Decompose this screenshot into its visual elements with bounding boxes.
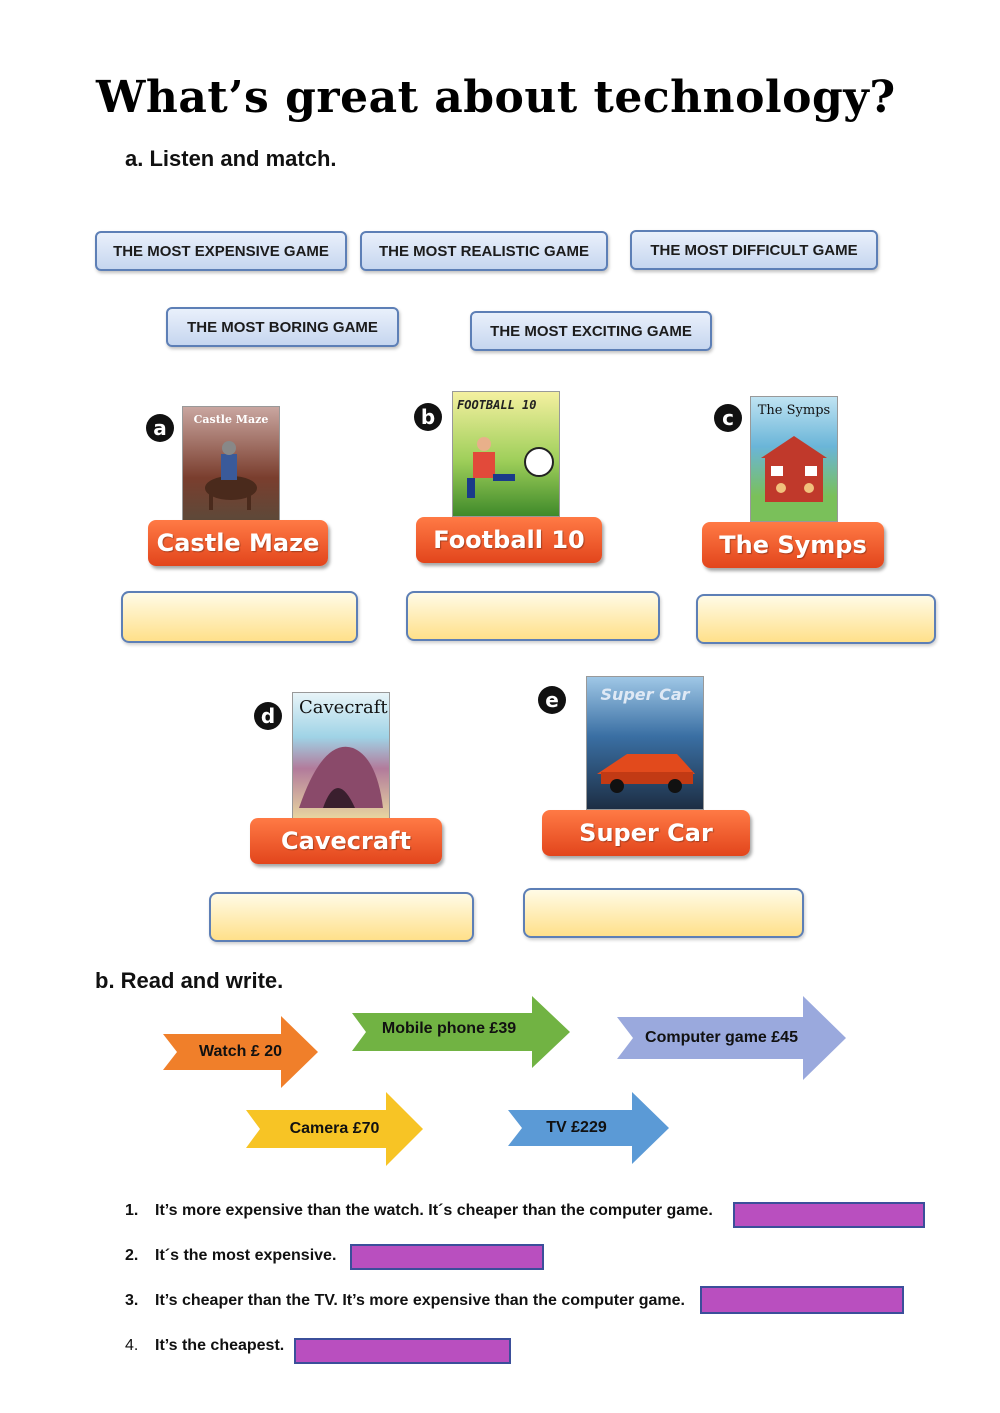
arrow-shape <box>508 1092 669 1164</box>
answer-field-2[interactable] <box>350 1244 544 1270</box>
game-cover-super-car: Super Car <box>586 676 704 810</box>
arrow-camera: Camera £70 <box>246 1092 423 1166</box>
question-number: 1. <box>125 1202 139 1219</box>
arrow-label: Watch £ 20 <box>199 1043 282 1060</box>
letter-badge-c: c <box>714 404 742 432</box>
knight-on-horse-icon <box>205 441 257 510</box>
label-most-boring[interactable]: THE MOST BORING GAME <box>166 307 399 347</box>
house-icon <box>761 436 827 502</box>
question-number: 4. <box>125 1337 139 1354</box>
game-cover-the-symps: The Symps <box>750 396 838 522</box>
question-3: 3. It’s cheaper than the TV. It’s more e… <box>125 1292 685 1310</box>
label-most-exciting[interactable]: THE MOST EXCITING GAME <box>470 311 712 351</box>
game-card-a: a Castle Maze Castle Maze <box>142 400 342 580</box>
question-4: 4. It’s the cheapest. <box>125 1337 284 1355</box>
question-1: 1. It’s more expensive than the watch. I… <box>125 1202 713 1220</box>
answer-box-e[interactable] <box>523 888 804 938</box>
arrow-shape <box>352 996 570 1068</box>
arrow-label: Mobile phone £39 <box>381 1020 517 1037</box>
letter-badge-b: b <box>414 403 442 431</box>
question-2: 2. It´s the most expensive. <box>125 1247 336 1265</box>
section-b-heading: b. Read and write. <box>95 968 284 993</box>
question-text: It’s more expensive than the watch. It´s… <box>155 1202 713 1219</box>
football-player-icon <box>467 437 554 498</box>
cave-icon <box>299 746 383 808</box>
answer-field-4[interactable] <box>294 1338 511 1364</box>
arrow-label: Camera £70 <box>289 1120 380 1137</box>
game-name-cavecraft: Cavecraft <box>250 818 442 864</box>
answer-box-b[interactable] <box>406 591 660 641</box>
answer-field-3[interactable] <box>700 1286 904 1314</box>
game-name-super-car: Super Car <box>542 810 750 856</box>
question-text: It´s the most expensive. <box>155 1247 337 1264</box>
game-card-c: c The Symps The Symps <box>700 388 900 578</box>
game-card-b: b FOOTBALL 10 Football 10 <box>408 385 618 575</box>
answer-box-d[interactable] <box>209 892 474 942</box>
letter-badge-e: e <box>538 686 566 714</box>
cover-title: Super Car <box>600 685 690 704</box>
letter-badge-d: d <box>254 702 282 730</box>
arrow-label: TV £229 <box>546 1119 607 1136</box>
arrow-computer-game: Computer game £45 <box>617 996 846 1080</box>
page-title: What’s great about technology? <box>96 72 896 123</box>
question-number: 2. <box>125 1247 139 1264</box>
game-cover-castle-maze: Castle Maze <box>182 406 280 526</box>
game-card-e: e Super Car Super Car <box>530 668 770 873</box>
arrow-shape <box>246 1092 423 1166</box>
label-most-expensive[interactable]: THE MOST EXPENSIVE GAME <box>95 231 347 271</box>
arrow-label: Computer game £45 <box>645 1029 798 1046</box>
arrow-tv: TV £229 <box>508 1092 669 1164</box>
game-cover-cavecraft: Cavecraft <box>292 692 390 820</box>
cover-title: FOOTBALL 10 <box>457 398 537 412</box>
arrow-shape <box>617 996 846 1080</box>
arrow-mobile-phone: Mobile phone £39 <box>352 996 570 1068</box>
game-name-castle-maze: Castle Maze <box>148 520 328 566</box>
answer-box-c[interactable] <box>696 594 936 644</box>
question-text: It’s the cheapest. <box>155 1337 285 1354</box>
section-a-heading: a. Listen and match. <box>125 146 337 171</box>
question-number: 3. <box>125 1292 139 1309</box>
race-car-icon <box>597 754 695 793</box>
cover-title: Castle Maze <box>193 413 269 426</box>
answer-field-1[interactable] <box>733 1202 925 1228</box>
letter-badge-a: a <box>146 414 174 442</box>
question-text: It’s cheaper than the TV. It’s more expe… <box>155 1292 685 1309</box>
cover-title: Cavecraft <box>299 697 388 718</box>
game-name-the-symps: The Symps <box>702 522 884 568</box>
label-most-difficult[interactable]: THE MOST DIFFICULT GAME <box>630 230 878 270</box>
game-cover-football-10: FOOTBALL 10 <box>452 391 560 517</box>
game-card-d: d Cavecraft Cavecraft <box>250 688 450 878</box>
cover-title: The Symps <box>757 403 831 418</box>
game-name-football-10: Football 10 <box>416 517 602 563</box>
label-most-realistic[interactable]: THE MOST REALISTIC GAME <box>360 231 608 271</box>
arrow-shape <box>163 1016 318 1088</box>
answer-box-a[interactable] <box>121 591 358 643</box>
arrow-watch: Watch £ 20 <box>163 1016 318 1088</box>
